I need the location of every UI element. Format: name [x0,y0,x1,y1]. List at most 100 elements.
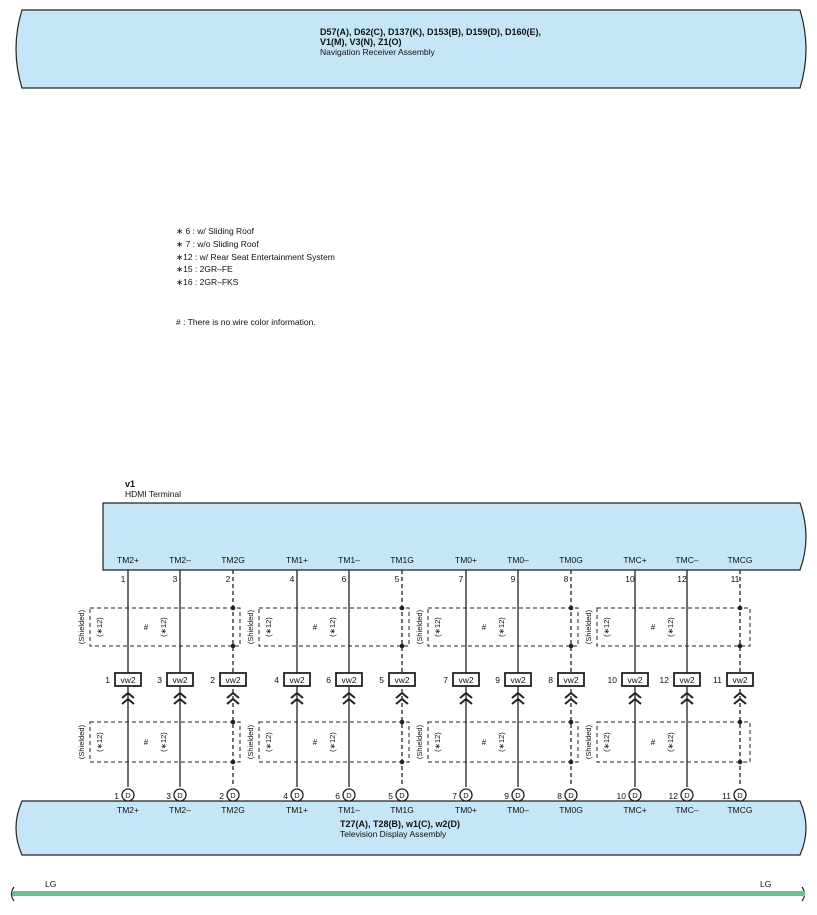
note-16: ∗16 : 2GR–FKS [176,277,239,288]
splice-connector-label: vw2 [120,675,135,685]
bottom-pin-number: 3 [166,791,171,801]
no-wire-color-mark: # [144,738,149,747]
shield-junction-dot [399,719,405,725]
condition-label: (∗12) [433,732,442,752]
splice-pin-number: 8 [548,675,553,685]
lg-wire: LG LG [10,879,806,902]
shielded-label: (Shielded) [415,609,424,644]
no-wire-color-mark: # [482,623,487,632]
top-assembly-codes-line1: D57(A), D62(C), D137(K), D153(B), D159(D… [320,27,541,37]
bottom-pin-number: 11 [722,791,731,801]
condition-label: (∗12) [497,617,506,637]
no-wire-color-mark: # [651,738,656,747]
bottom-terminal-name: TM2+ [117,805,139,815]
hdmi-pin-number: 10 [625,574,635,584]
top-assembly-codes-line2: V1(M), V3(N), Z1(O) [320,37,402,47]
connector-arrow-icon [121,691,135,699]
shield-box [427,607,579,647]
shielded-label: (Shielded) [584,724,593,759]
shield-junction-dot [568,759,574,765]
bottom-pin-marker [680,788,694,802]
splice-connector-label: vw2 [679,675,694,685]
bottom-pin-number: 5 [388,791,393,801]
bottom-terminal-name: TM0+ [455,805,477,815]
connector-arrow-icon [564,697,578,705]
splice-pin-number: 5 [379,675,384,685]
television-display-assembly: T27(A), T28(B), w1(C), w2(D) Television … [15,800,807,856]
bottom-terminal-name: TM0G [559,805,583,815]
bottom-pin-marker-label: D [230,791,236,800]
splice-pin-number: 2 [210,675,215,685]
splice-connector-vw2 [621,672,649,687]
shield-junction-dot [230,643,236,649]
connector-arrow-icon [342,691,356,699]
hdmi-terminal-name: TM2G [221,555,245,565]
lg-wire-line [12,891,805,896]
bottom-terminal-name: TM1+ [286,805,308,815]
bottom-assembly-codes: T27(A), T28(B), w1(C), w2(D) [340,819,460,829]
bottom-terminal-name: TM0– [507,805,529,815]
shield-junction-dot [568,719,574,725]
no-wire-color-mark: # [313,738,318,747]
splice-connector-vw2 [673,672,701,687]
condition-label: (∗12) [666,617,675,637]
hdmi-pin-number: 7 [459,574,464,584]
hdmi-terminal-box [102,502,807,571]
splice-connector-label: vw2 [563,675,578,685]
condition-label: (∗12) [433,617,442,637]
shield-junction-dot [737,719,743,725]
condition-label: (∗12) [264,617,273,637]
splice-connector-label: vw2 [732,675,747,685]
shielded-label: (Shielded) [246,609,255,644]
connector-arrow-icon [290,691,304,699]
bottom-pin-marker [564,788,578,802]
splice-pin-number: 6 [326,675,331,685]
splice-connector-vw2 [283,672,311,687]
hdmi-pin-number: 2 [226,574,231,584]
bottom-assembly-name: Television Display Assembly [340,829,447,839]
splice-connector-vw2 [114,672,142,687]
splice-connector-label: vw2 [289,675,304,685]
shield-junction-dot [737,605,743,611]
splice-pin-number: 1 [105,675,110,685]
shield-junction-dot [737,643,743,649]
shield-box [258,721,410,763]
hdmi-pin-number: 6 [342,574,347,584]
shielded-label: (Shielded) [77,724,86,759]
shield-junction-dot [230,719,236,725]
bottom-terminal-name: TM1G [390,805,414,815]
splice-pin-number: 10 [608,675,618,685]
splice-pin-number: 3 [157,675,162,685]
connector-arrow-icon [173,697,187,705]
connector-arrow-icon [733,697,747,705]
bottom-pin-marker [733,788,747,802]
hdmi-terminal-name: TM1– [338,555,360,565]
hdmi-terminal-name: TM0+ [455,555,477,565]
bottom-terminal-name: TMC– [675,805,698,815]
condition-label: (∗12) [95,617,104,637]
splice-pin-number: 9 [495,675,500,685]
hdmi-pin-number: 3 [173,574,178,584]
splice-pin-number: 7 [443,675,448,685]
bottom-pin-marker-label: D [463,791,469,800]
splice-pin-number: 4 [274,675,279,685]
bottom-pin-number: 2 [219,791,224,801]
bottom-pin-marker [511,788,525,802]
bottom-pin-number: 7 [452,791,457,801]
bottom-pin-marker [290,788,304,802]
connector-arrow-icon [395,691,409,699]
shield-box [89,607,241,647]
splice-connector-vw2 [219,672,247,687]
connector-arrow-icon [226,697,240,705]
shield-junction-dot [568,605,574,611]
splice-connector-label: vw2 [225,675,240,685]
hdmi-terminal-name: TMC– [675,555,698,565]
wire-color-note: # : There is no wire color information. [176,317,316,327]
hdmi-pin-number: 5 [395,574,400,584]
bottom-pin-marker-label: D [568,791,574,800]
shield-junction-dot [737,759,743,765]
wire-group: (Shielded) (∗12) (∗12) # (Shielded) (∗12) (∗12… [77,555,754,815]
bottom-pin-number: 1 [114,791,119,801]
connector-arrow-icon [511,697,525,705]
hdmi-pin-number: 9 [511,574,516,584]
